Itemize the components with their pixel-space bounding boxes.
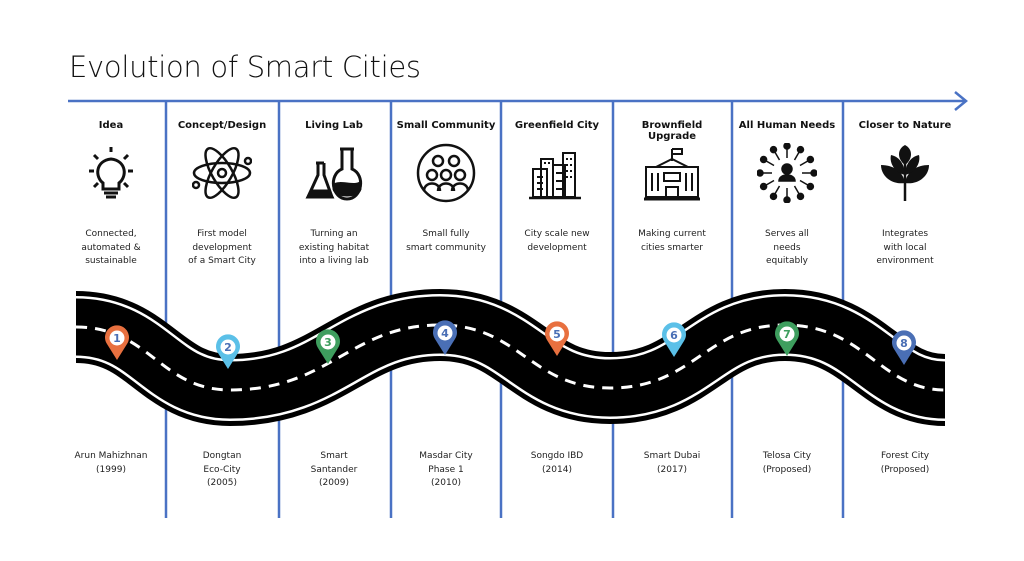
stage-heading: All Human Needs: [738, 120, 836, 131]
stage-description-line: Integrates: [881, 229, 929, 239]
stage-description-line: Making current: [638, 229, 706, 239]
map-pin-icon: 5: [545, 321, 570, 356]
stage-description-line: First model: [197, 229, 247, 239]
stage-description-line: needs: [773, 242, 801, 253]
stage-city-line: Songdo IBD: [530, 451, 584, 461]
stage-description-line: smart community: [406, 242, 486, 253]
stage-description-line: sustainable: [85, 256, 137, 266]
lightbulb-icon: [81, 143, 141, 203]
stage-city-line: (2005): [207, 478, 237, 488]
stage-city-line: Dongtan: [202, 451, 242, 461]
pin-number: 2: [224, 341, 232, 354]
stage-heading: Idea: [98, 120, 124, 131]
stage-city-line: Telosa City: [762, 451, 812, 461]
page-title: Evolution of Smart Cities: [69, 50, 421, 84]
map-pin-icon: 2: [216, 334, 240, 369]
stage-city: Smart Dubai (2017): [616, 450, 728, 477]
atom-icon: [191, 143, 253, 203]
pin-number: 3: [324, 336, 332, 349]
timeline-axis: [68, 91, 968, 111]
pin-number: 5: [553, 328, 561, 341]
government-building-icon: [642, 143, 702, 203]
stage-city: Forest City (Proposed): [849, 450, 961, 477]
stage-city-line: Phase 1: [428, 464, 464, 475]
stage-heading: Brownfield Upgrade: [641, 120, 703, 142]
stage-heading: Concept/Design: [177, 120, 267, 131]
road-center-dashes: [75, 323, 946, 392]
buildings-icon: [527, 143, 587, 203]
stage-description: Turning an existing habitat into a living …: [278, 228, 390, 269]
person-network-icon: [756, 142, 818, 204]
stage-city-line: (2009): [319, 478, 349, 488]
stage-description-line: with local: [883, 242, 927, 253]
map-pin-icon: 6: [662, 322, 686, 357]
stage-description-line: Small fully: [422, 229, 470, 239]
stage-city: Songdo IBD (2014): [501, 450, 613, 477]
road: [74, 288, 948, 427]
stage-city-line: Smart: [320, 451, 348, 461]
stage-city-line: Eco-City: [203, 464, 241, 475]
map-pin-icon: 8: [892, 330, 916, 365]
map-pin-icon: 1: [105, 325, 129, 360]
stage-description-line: into a living lab: [299, 256, 369, 266]
stage-description-line: existing habitat: [298, 242, 370, 253]
pin-number: 7: [783, 328, 791, 341]
stage-description: Connected, automated & sustainable: [55, 228, 167, 269]
stage-city-line: (2014): [542, 464, 572, 475]
stage-description: First model development of a Smart City: [166, 228, 278, 269]
stage-description: Small fully smart community: [390, 228, 502, 255]
stage-heading: Greenfield City: [514, 120, 600, 131]
stage-city: Arun Mahizhnan (1999): [55, 450, 167, 477]
stage-city-line: (Proposed): [762, 464, 812, 475]
stage-description-line: Turning an: [310, 229, 358, 239]
pin-number: 8: [900, 337, 908, 350]
stage-description-line: City scale new: [524, 229, 590, 239]
arrow-head-icon: [954, 91, 968, 111]
stage-city: Telosa City (Proposed): [731, 450, 843, 477]
stage-city-line: Forest City: [880, 451, 930, 461]
pin-number: 4: [441, 327, 449, 340]
stage-heading: Small Community: [396, 120, 496, 131]
stage-city-line: Santander: [310, 464, 358, 475]
flask-icon: [304, 143, 364, 203]
map-pin-icon: 3: [316, 329, 341, 364]
stage-description-line: Connected,: [85, 229, 137, 239]
map-pin-icon: 7: [775, 321, 799, 356]
stage-city-line: Arun Mahizhnan: [74, 451, 148, 461]
stage-description-line: of a Smart City: [188, 256, 256, 266]
stage-description-line: cities smarter: [640, 242, 703, 253]
stage-description-line: equitably: [765, 256, 809, 266]
stage-description: Serves all needs equitably: [731, 228, 843, 269]
stage-description-line: environment: [876, 256, 934, 266]
pin-number: 6: [670, 329, 678, 342]
stage-city-line: Masdar City: [419, 451, 473, 461]
pin-number: 1: [113, 332, 121, 345]
stage-city-line: (2010): [431, 478, 461, 488]
plant-icon: [875, 143, 935, 203]
stage-description: Integrates with local environment: [849, 228, 961, 269]
stage-city-line: (1999): [96, 464, 126, 475]
map-pin-icon: 4: [433, 320, 457, 355]
stage-city-line: Smart Dubai: [643, 451, 701, 461]
stage-description-line: Serves all: [765, 229, 809, 239]
stage-description-line: development: [527, 242, 587, 253]
stage-description-line: automated &: [81, 242, 141, 253]
stage-city-line: (Proposed): [880, 464, 930, 475]
stage-description: City scale new development: [501, 228, 613, 255]
stage-heading: Living Lab: [305, 120, 363, 131]
stage-description-line: development: [192, 242, 252, 253]
stage-heading: Closer to Nature: [858, 120, 952, 131]
community-icon: [416, 143, 476, 203]
stage-description: Making current cities smarter: [616, 228, 728, 255]
stage-city-line: (2017): [657, 464, 687, 475]
